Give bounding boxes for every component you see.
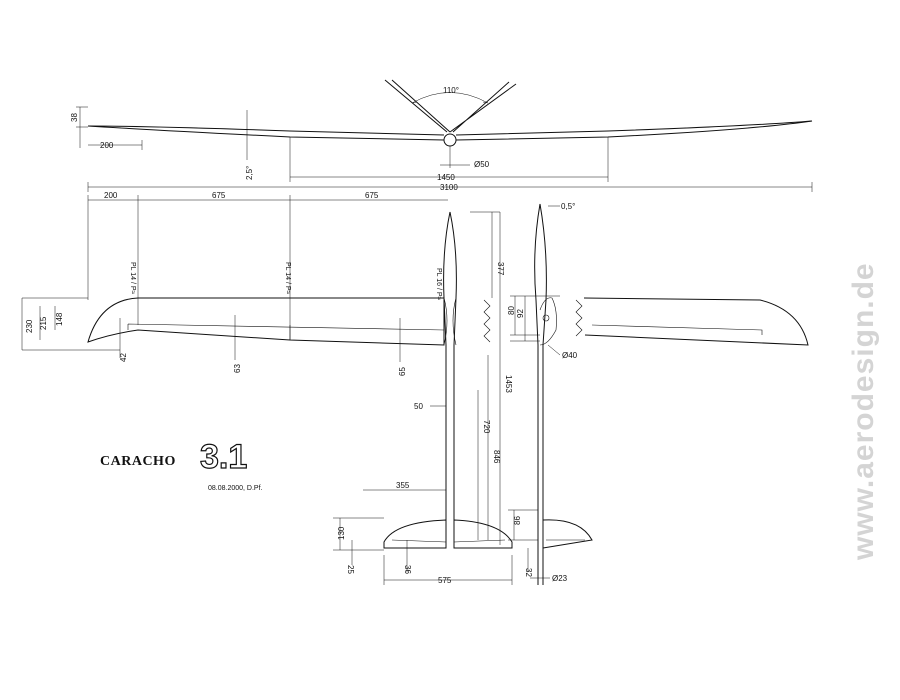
title-block: CARACHO 3.1 08.08.2000, D.Pf. [100, 437, 263, 492]
watermark: www.aerodesign.de [847, 262, 880, 561]
depth-92-label: 92 [516, 309, 525, 318]
fuselage-diameter-label: Ø50 [474, 160, 490, 169]
depth-80-label: 80 [507, 306, 516, 315]
top-view: 200 675 675 PL 14 / P≈ PL 14 / P≈ PL 16 … [21, 191, 513, 585]
tail-25-label: 25 [346, 565, 355, 574]
airfoil-mid-label: PL 14 / P≈ [284, 262, 291, 295]
fin-86-label: 86 [513, 516, 522, 525]
model-name: CARACHO [100, 454, 176, 469]
boom-846-label: 846 [492, 450, 501, 464]
tip-rise-label: 38 [70, 113, 79, 122]
fin-32-label: 32 [524, 568, 533, 577]
tip-42-label: 42 [119, 353, 128, 362]
root-65-label: 65 [398, 367, 407, 376]
root-chord-total-label: 230 [25, 319, 34, 333]
incidence-label: 0,5° [561, 202, 575, 211]
model-version: 3.1 [200, 438, 247, 476]
tail-36-label: 36 [403, 565, 412, 574]
tail-half-span-label: 355 [396, 481, 410, 490]
dihedral-degree-label: 2,5° [245, 166, 254, 180]
date-author: 08.08.2000, D.Pf. [208, 485, 263, 492]
dihedral-angle-label: 110° [443, 86, 459, 95]
tail-span-label: 575 [438, 576, 452, 585]
side-view: 0,5° 80 92 Ø40 86 32 Ø23 [507, 202, 593, 585]
tail-chord-label: 130 [337, 526, 346, 540]
span-label: 3100 [440, 183, 458, 192]
chord-215-label: 215 [39, 316, 48, 330]
boom-width-label: 50 [414, 402, 423, 411]
nose-length-label: 377 [496, 262, 505, 276]
outer-panel-label: 200 [104, 191, 118, 200]
panel-675-left-label: 675 [212, 191, 226, 200]
wing-mount-diameter-label: Ø40 [562, 351, 578, 360]
airfoil-tip-label: PL 14 / P≈ [129, 262, 136, 295]
tip-length-label: 200 [100, 141, 114, 150]
tail-diameter-label: Ø23 [552, 574, 568, 583]
boom-720-label: 720 [482, 420, 491, 434]
total-length-label: 1453 [504, 375, 513, 393]
span-dimension: 3100 [87, 182, 813, 300]
chord-148-label: 148 [55, 312, 64, 326]
panel-675-right-label: 675 [365, 191, 379, 200]
front-view: 110° 38 200 2,5° 1450 Ø50 [70, 79, 813, 182]
center-span-label: 1450 [437, 173, 455, 182]
mid-63-label: 63 [233, 364, 242, 373]
right-wing-view [575, 297, 809, 346]
airfoil-root-label: PL 16 / P≈ [435, 268, 442, 301]
